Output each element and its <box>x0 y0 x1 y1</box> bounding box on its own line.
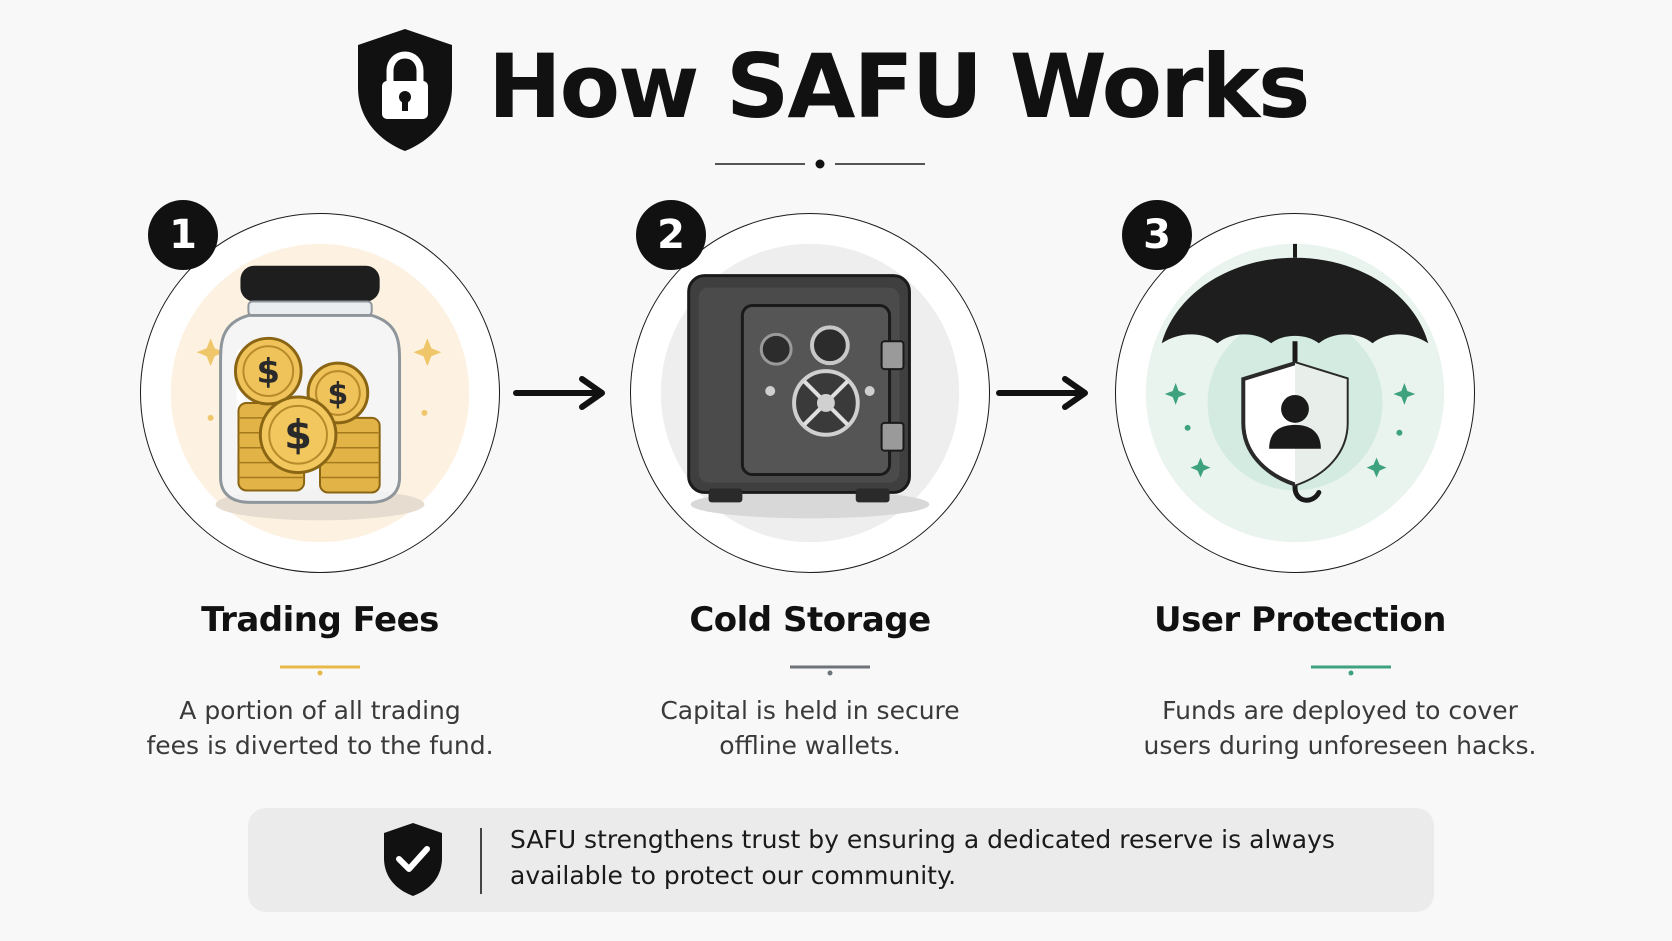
svg-text:$: $ <box>284 413 312 459</box>
footer-text-line-2: available to protect our community. <box>510 861 957 890</box>
step-3-divider <box>1311 661 1391 676</box>
step-3-title: User Protection <box>1154 600 1447 640</box>
coin-jar-icon: $ $ $ <box>170 243 470 543</box>
footer-separator <box>480 828 482 894</box>
arrow-right-icon <box>995 373 1095 413</box>
svg-text:$: $ <box>257 352 281 391</box>
step-3-illustration <box>1115 213 1475 573</box>
step-2-description-line-2: offline wallets. <box>719 731 901 760</box>
step-1-title: Trading Fees <box>201 600 439 640</box>
arrow-right-icon <box>512 373 612 413</box>
step-2-description-line-1: Capital is held in secure <box>660 696 960 725</box>
step-2-title: Cold Storage <box>689 600 931 640</box>
umbrella-shield-user-icon <box>1145 243 1445 543</box>
step-2-divider <box>790 661 870 676</box>
step-1-divider <box>280 661 360 676</box>
step-1-number-badge: 1 <box>148 200 218 270</box>
footer-callout <box>248 808 1434 912</box>
step-2-description: Capital is held in secure offline wallet… <box>600 693 1020 763</box>
step-2-illustration <box>630 213 990 573</box>
step-1-description: A portion of all trading fees is diverte… <box>110 693 530 763</box>
step-3-description-line-1: Funds are deployed to cover <box>1162 696 1518 725</box>
step-3-number-badge: 3 <box>1122 200 1192 270</box>
step-3-description-line-2: users during unforeseen hacks. <box>1143 731 1537 760</box>
svg-text:$: $ <box>328 377 349 412</box>
step-1-description-line-2: fees is diverted to the fund. <box>146 731 494 760</box>
step-2-number-badge: 2 <box>636 200 706 270</box>
shield-check-icon <box>380 820 446 898</box>
footer-text: SAFU strengthens trust by ensuring a ded… <box>510 822 1390 894</box>
page-title: How SAFU Works <box>488 35 1310 138</box>
step-3-description: Funds are deployed to cover users during… <box>1130 693 1550 763</box>
step-1-description-line-1: A portion of all trading <box>179 696 461 725</box>
title-divider <box>715 155 925 169</box>
footer-text-line-1: SAFU strengthens trust by ensuring a ded… <box>510 825 1335 854</box>
safe-vault-icon <box>660 243 960 543</box>
shield-lock-icon <box>350 25 460 155</box>
step-1-illustration: $ $ $ <box>140 213 500 573</box>
